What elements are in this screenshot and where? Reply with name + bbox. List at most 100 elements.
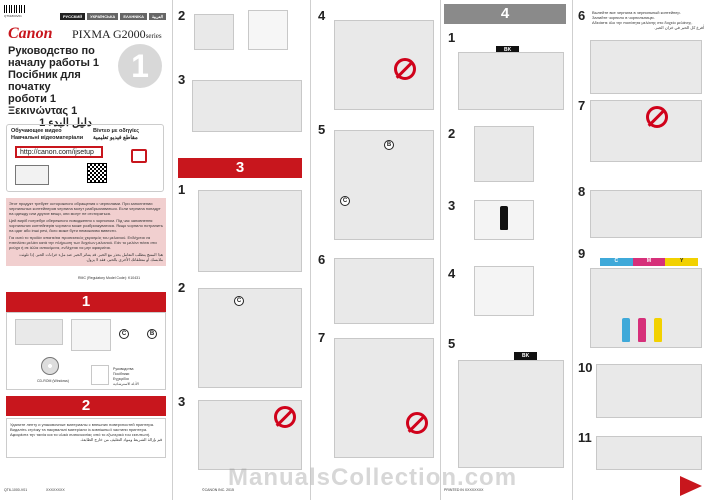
col3-callout-c-letter: C [342,198,348,204]
video-url[interactable]: http://canon.com/ijsetup [20,149,94,156]
cdrom-label: CD-ROM (Windows) [37,379,69,383]
prohibited-icon-col3-top [394,58,416,80]
canon-logo: Canon [8,25,53,42]
col3-callout-b-letter: B [386,142,392,148]
col4-step-1: 1 [448,30,456,45]
video-label-ru: Обучающее видео [11,128,62,134]
step-2-number: 2 [178,8,186,23]
section-2-number: 2 [81,397,91,414]
col3-step-6-illustration [334,258,434,324]
col4-step-5-illustration [458,360,564,468]
col5-step-9-illustration [590,268,702,348]
title-uk-1: Посібник для початку [8,69,81,93]
prohibited-icon-col2 [274,406,296,428]
section-1-panel: CD-ROM (Windows) Руководства Посібники Ε… [6,312,166,390]
col3-step-4-illustration [334,20,434,110]
callout-c-letter: C [121,331,127,337]
title-el: Ξεκινώντας 1 [8,105,78,117]
step-2-illustration [194,14,234,50]
col4-step-1-illustration [458,52,564,110]
lang-tab-el[interactable]: ΕΛΛΗΝΙΚΑ [120,13,147,20]
column-divider-1 [172,0,173,500]
video-label-ar: مقاطع فيديو تعليمية [93,135,138,141]
watermark: ManualsCollection.com [228,464,518,491]
footer-right: PRINTED IN XXXXXXXX [444,488,484,492]
section-2-line-el: Αφαιρέστε την ταινία και τα υλικά συσκευ… [10,432,151,437]
model-series: series [145,32,162,40]
section-3-callout-c: C [234,296,244,306]
warning-ru: Этот продукт требует осторожного обращен… [9,201,161,216]
section-2-line-ru: Удалите ленту и упаковочные материалы с … [10,422,155,427]
column-divider-3 [440,0,441,500]
model-name: PIXMA G2000series [72,27,162,42]
guide-number-badge: 1 [118,44,162,88]
guide-number: 1 [131,48,149,84]
col3-section-number: 4 [318,8,326,23]
lang-tab-ru[interactable]: РУССКИЙ [60,13,86,20]
column-steps-a: 2 3 3 1 2 C 3 ©CANON INC. 2015 [178,0,306,500]
col3-step-7-illustration [334,338,434,458]
title-ru-2: началу работы 1 [8,57,100,69]
step-3-illustration [192,80,302,132]
play-icon [131,149,147,163]
qr-code [87,163,107,183]
section-2-panel: Удалите ленту и упаковочные материалы с … [6,418,166,458]
col5-magenta-bottle [638,318,646,342]
col5-cyan-bottle [622,318,630,342]
column-steps-b: 4 5 C B 6 7 [314,0,438,500]
col5-step-10-illustration [596,364,702,418]
col4-step-4: 4 [448,266,456,281]
col5-ink-color-bar: C M Y [600,258,699,266]
title-ru-1: Руководство по [8,45,95,57]
col5-step-6-uk: Залийте чорнило в чорнильницю. [592,15,655,20]
laptop-illustration [15,165,49,185]
col4-bk-label-1: BK [496,46,520,54]
prohibited-icon-col3-bottom [406,412,428,434]
col3-callout-b: B [384,140,394,150]
step-3-number: 3 [178,72,186,87]
col5-step-7: 7 [578,98,586,113]
section-3-step-2-illustration [198,288,302,388]
guide-title: Руководство по началу работы 1 Посібник … [8,45,123,129]
col3-step-5: 5 [318,122,326,137]
col4-section-number: 4 [500,5,510,22]
footer-mid2: ©CANON INC. 2015 [202,488,234,492]
col5-step-6-ru: Вылейте все чернила в чернильный контейн… [592,10,681,15]
col5-step-8: 8 [578,184,586,199]
section-1-number: 1 [81,293,91,310]
col5-step-6: 6 [578,8,586,23]
section-3-step-1-illustration [198,190,302,272]
col5-step-6-illustration [590,40,702,94]
col4-bk-label-2: BK [514,352,538,360]
printer-box-illustration [15,319,63,345]
next-page-arrow-icon [680,476,702,496]
title-ar: دليل البدء 1 [39,117,92,129]
prohibited-icon-col5 [646,106,668,128]
section-3-callout-c-letter: C [236,298,242,304]
model-prefix: PIXMA [72,27,111,41]
video-label-el: Βίντεο με οδηγίες [93,128,140,134]
col5-step-10: 10 [578,360,593,375]
section-3-step-3: 3 [178,394,186,409]
lang-tab-ar[interactable]: العربية [148,13,166,20]
col3-step-6: 6 [318,252,326,267]
col4-section-header: 4 [444,4,566,24]
callout-c: C [119,329,129,339]
section-3-step-2: 2 [178,280,186,295]
column-ink-fill: 4 1 BK 2 3 4 5 BK PRINTED IN XXXXXXXX [444,0,570,500]
video-label-uk: Навчальні відеоматеріали [11,135,84,141]
col5-step-11-illustration [596,436,702,470]
col5-step-6-text: Вылейте все чернила в чернильный контейн… [592,10,704,30]
col3-step-5-illustration [334,130,434,240]
warning-ar: هذا المنتج يتطلب التعامل بحذر مع الحبر. … [19,252,163,262]
col5-step-9: 9 [578,246,586,261]
col5-step-6-ar: أفرغ كل الحبر في خزان الحبر. [654,25,704,30]
ink-magenta-label: M [632,258,666,266]
warning-uk: Цей виріб потребує обережного поводження… [9,218,163,233]
lang-tab-uk[interactable]: УКРАЇНСЬКА [87,13,119,20]
video-url-box[interactable]: http://canon.com/ijsetup [15,146,103,158]
ink-warning-box: Этот продукт требует осторожного обращен… [6,198,166,266]
